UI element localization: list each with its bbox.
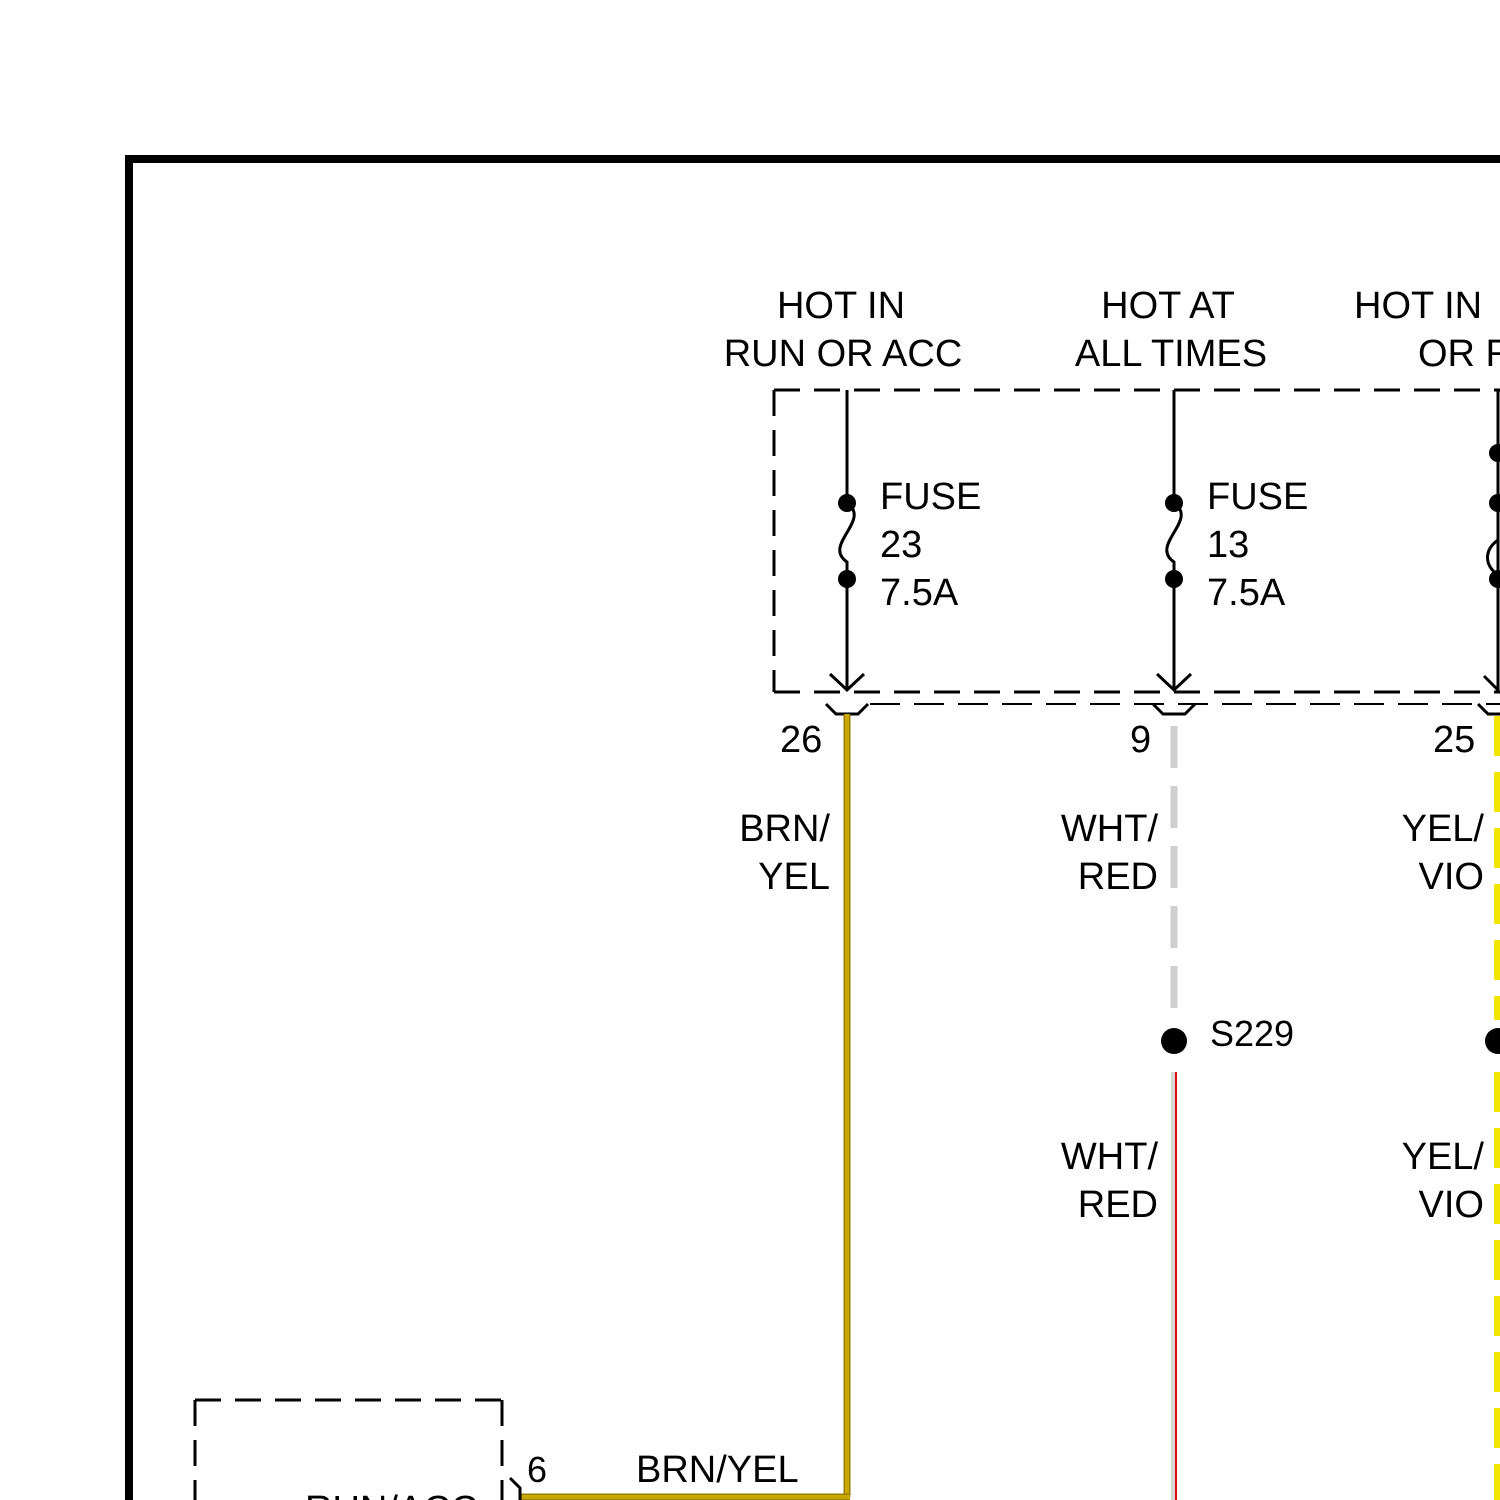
power-source-3-line1: HOT IN	[1354, 285, 1482, 327]
pin-26-label: 26	[780, 719, 822, 761]
fuse-23-number: 23	[880, 524, 922, 566]
module-box	[195, 1400, 520, 1500]
fuse-23-symbol	[826, 390, 868, 714]
wire-brn-yel-label-line1: BRN/	[739, 808, 830, 850]
wire-wht-red-lower	[1174, 1072, 1176, 1500]
wire-yel-vio-upper-label-line1: YEL/	[1402, 808, 1485, 850]
fuse-partial-symbol	[1478, 390, 1500, 714]
wire-yel-vio-lower-label-line1: YEL/	[1402, 1136, 1485, 1178]
wire-wht-red-lower-label-line2: RED	[1078, 1184, 1158, 1226]
wire-yel-vio-lower-label-line2: VIO	[1419, 1184, 1484, 1226]
power-source-2-line2: ALL TIMES	[1075, 333, 1267, 375]
module-pin-6-label: 6	[527, 1449, 547, 1490]
wire-yel-vio-upper-label-line2: VIO	[1419, 856, 1484, 898]
splice-right-dot	[1485, 1028, 1500, 1054]
module-run-acc-label: RUN/ACC	[305, 1489, 478, 1500]
wire-wht-red-upper-label-line1: WHT/	[1061, 808, 1159, 850]
wire-wht-red-upper-label-line2: RED	[1078, 856, 1158, 898]
pin-9-label: 9	[1130, 719, 1151, 761]
power-source-1-line2: RUN OR ACC	[724, 333, 963, 375]
fuse-23-rating: 7.5A	[880, 572, 959, 614]
wire-brn-yel-label-line2: YEL	[758, 856, 830, 898]
pin-25-label: 25	[1433, 719, 1475, 761]
fuse-13-rating: 7.5A	[1207, 572, 1286, 614]
splice-s229-label: S229	[1210, 1013, 1294, 1054]
wire-wht-red-lower-label-line1: WHT/	[1061, 1136, 1159, 1178]
fuse-13-symbol	[1153, 390, 1195, 714]
wire-brn-yel-horizontal-label: BRN/YEL	[636, 1449, 799, 1491]
power-source-3-line2: OR R	[1418, 333, 1500, 375]
splice-s229-dot	[1161, 1028, 1187, 1054]
fuse-23-label: FUSE	[880, 476, 981, 518]
power-source-2-line1: HOT AT	[1101, 285, 1235, 327]
fuse-13-number: 13	[1207, 524, 1249, 566]
fuse-13-label: FUSE	[1207, 476, 1308, 518]
power-source-1-line1: HOT IN	[777, 285, 905, 327]
